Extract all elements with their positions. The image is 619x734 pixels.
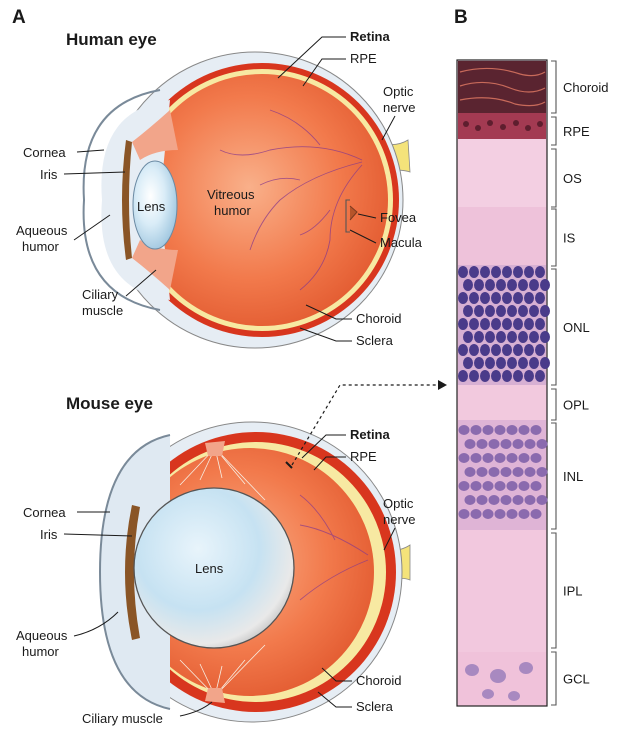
human-choroid-label: Choroid xyxy=(356,311,402,326)
mouse-rpe-label: RPE xyxy=(350,449,377,464)
human-vitreous-label-2: humor xyxy=(214,203,252,218)
layer-label-inl: INL xyxy=(563,469,583,484)
human-sclera-label: Sclera xyxy=(356,333,394,348)
layer-bracket-inl xyxy=(551,423,556,529)
histology-section xyxy=(457,60,550,706)
mouse-optic-nerve-label-2: nerve xyxy=(383,512,416,527)
layer-label-ipl: IPL xyxy=(563,584,583,599)
human-iris-label: Iris xyxy=(40,167,58,182)
histology-link-arrowhead xyxy=(438,380,447,390)
human-cornea-leader xyxy=(77,150,104,152)
layer-bracket-rpe xyxy=(551,117,556,145)
mouse-retina-label: Retina xyxy=(350,427,391,442)
mouse-eye-title: Mouse eye xyxy=(66,394,153,413)
layer-bracket-gcl xyxy=(551,652,556,705)
layer-label-gcl: GCL xyxy=(563,672,590,687)
histology-os-band xyxy=(458,139,546,207)
histology-is-band xyxy=(458,207,546,265)
mouse-choroid-label: Choroid xyxy=(356,673,402,688)
human-optic-nerve-label-2: nerve xyxy=(383,100,416,115)
layer-bracket-is xyxy=(551,209,556,266)
mouse-sclera-label: Sclera xyxy=(356,699,394,714)
layer-label-opl: OPL xyxy=(563,398,589,413)
histology-ipl-band xyxy=(458,530,546,652)
human-vitreous-label-1: Vitreous xyxy=(207,187,255,202)
layer-bracket-choroid xyxy=(551,61,556,113)
human-rpe-label: RPE xyxy=(350,51,377,66)
panel-a-letter: A xyxy=(12,7,26,28)
histology-onl-nuclei xyxy=(458,266,550,382)
human-retina-label: Retina xyxy=(350,29,391,44)
human-ciliary-label-2: muscle xyxy=(82,303,123,318)
human-fovea-label: Fovea xyxy=(380,210,417,225)
mouse-ciliary-upper xyxy=(205,441,225,456)
human-aqueous-label-2: humor xyxy=(22,239,60,254)
panel-b-letter: B xyxy=(454,7,468,28)
layer-bracket-opl xyxy=(551,389,556,420)
layer-bracket-os xyxy=(551,149,556,207)
human-optic-nerve-label-1: Optic xyxy=(383,84,414,99)
mouse-aqueous-label-1: Aqueous xyxy=(16,628,68,643)
human-aqueous-label-1: Aqueous xyxy=(16,223,68,238)
human-lens-label: Lens xyxy=(137,199,166,214)
layer-label-is: IS xyxy=(563,231,576,246)
mouse-optic-nerve-label-1: Optic xyxy=(383,496,414,511)
human-ciliary-label-1: Ciliary xyxy=(82,287,119,302)
mouse-lens-label: Lens xyxy=(195,561,224,576)
mouse-aqueous-label-2: humor xyxy=(22,644,60,659)
human-eye-title: Human eye xyxy=(66,30,157,49)
histology-opl-band xyxy=(458,385,546,420)
mouse-ciliary-lower xyxy=(205,688,225,703)
layer-label-choroid: Choroid xyxy=(563,80,609,95)
mouse-ciliary-label: Ciliary muscle xyxy=(82,711,163,726)
layer-bracket-onl xyxy=(551,269,556,385)
human-cornea-label: Cornea xyxy=(23,145,66,160)
layer-bracket-ipl xyxy=(551,533,556,648)
layer-label-onl: ONL xyxy=(563,320,590,335)
layer-label-rpe: RPE xyxy=(563,124,590,139)
human-macula-label: Macula xyxy=(380,235,423,250)
layer-label-os: OS xyxy=(563,171,582,186)
mouse-iris-label: Iris xyxy=(40,527,58,542)
mouse-cornea-label: Cornea xyxy=(23,505,66,520)
